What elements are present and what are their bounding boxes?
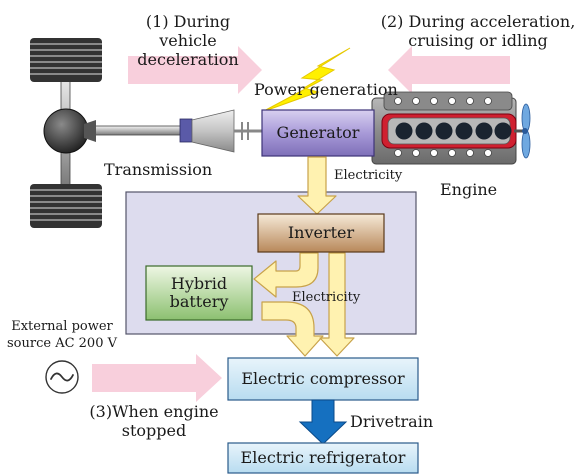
drive-axle-assembly [30, 38, 185, 228]
drivetrain-label: Drivetrain [350, 412, 434, 431]
generator-box [261, 109, 375, 157]
acceleration-label: (2) During acceleration, cruising or idl… [380, 12, 576, 50]
external-power-label: External power source AC 200 V [7, 319, 117, 351]
inverter-box [257, 213, 385, 253]
engine-label: Engine [440, 180, 498, 199]
generator-label: Generator [276, 123, 360, 142]
battery-to-compressor-arrow [261, 301, 324, 357]
engine-stopped-label: (3)When engine stopped [89, 402, 219, 440]
cooling-fan [514, 103, 531, 159]
electricity-label-mid: Electricity [292, 290, 361, 305]
power-generation-label: Power generation [254, 80, 398, 99]
lightning-bolt-icon [261, 47, 351, 113]
engine-stopped-flow-arrow [92, 354, 222, 402]
hybrid-battery-box [145, 265, 253, 321]
differential [43, 108, 89, 154]
inverter-label: Inverter [287, 223, 355, 242]
electric-compressor-label: Electric compressor [241, 369, 405, 388]
propeller-shaft [91, 125, 185, 136]
electric-refrigerator-label: Electric refrigerator [240, 448, 406, 467]
inverter-to-compressor-arrow [319, 252, 355, 357]
transmission-label: Transmission [104, 160, 213, 179]
engine [371, 91, 531, 165]
electric-refrigerator-box [227, 442, 419, 474]
wheel-bottom [30, 184, 102, 228]
hybrid-battery-label: Hybrid battery [169, 274, 229, 311]
acceleration-flow-arrow [388, 46, 510, 94]
generator-to-inverter-arrow [297, 156, 337, 215]
deceleration-flow-arrow [128, 46, 262, 94]
drivetrain-arrow [298, 399, 348, 445]
ac-sine-icon [45, 360, 79, 394]
electricity-label-top: Electricity [334, 168, 403, 183]
inverter-to-battery-arrow [253, 252, 319, 298]
deceleration-label: (1) During vehicle deceleration [137, 12, 239, 69]
transmission [179, 109, 262, 153]
wheel-top [30, 38, 102, 82]
